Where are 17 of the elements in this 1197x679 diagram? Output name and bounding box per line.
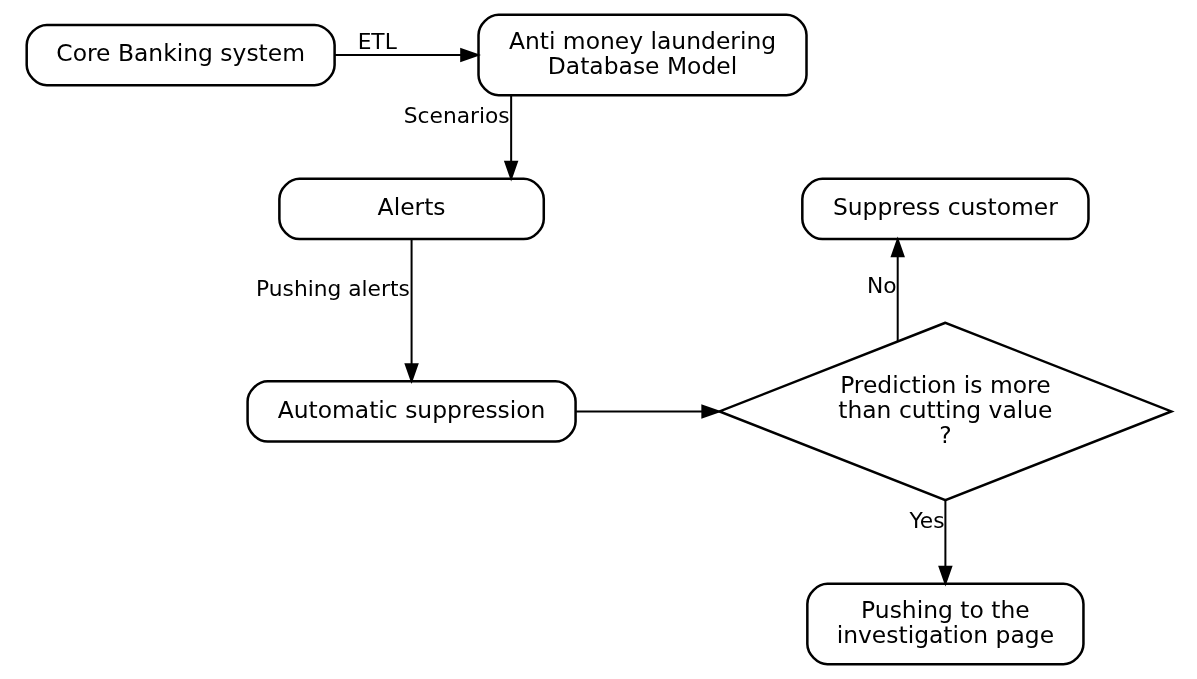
- node-box: Alerts: [277, 177, 545, 241]
- arrow: [403, 239, 419, 384]
- node-box: Suppress customer: [800, 177, 1090, 241]
- arrow: [334, 47, 481, 63]
- arrow: [937, 500, 953, 587]
- arrow: [503, 95, 518, 182]
- arrow: [889, 236, 905, 342]
- edge-label: Pushing alerts: [255, 275, 410, 301]
- node-box: Automatic suppression: [245, 380, 577, 443]
- edge-label: No: [866, 272, 897, 298]
- arrow: [575, 404, 722, 419]
- node-box: Anti money laundering Database Model: [476, 13, 808, 97]
- node-box: Core Banking system: [24, 23, 336, 87]
- edge-label: ETL: [357, 29, 397, 54]
- edge-label: Yes: [908, 507, 945, 533]
- edge-label: Scenarios: [403, 102, 510, 128]
- node-box: Pushing to the investigation page: [805, 582, 1085, 666]
